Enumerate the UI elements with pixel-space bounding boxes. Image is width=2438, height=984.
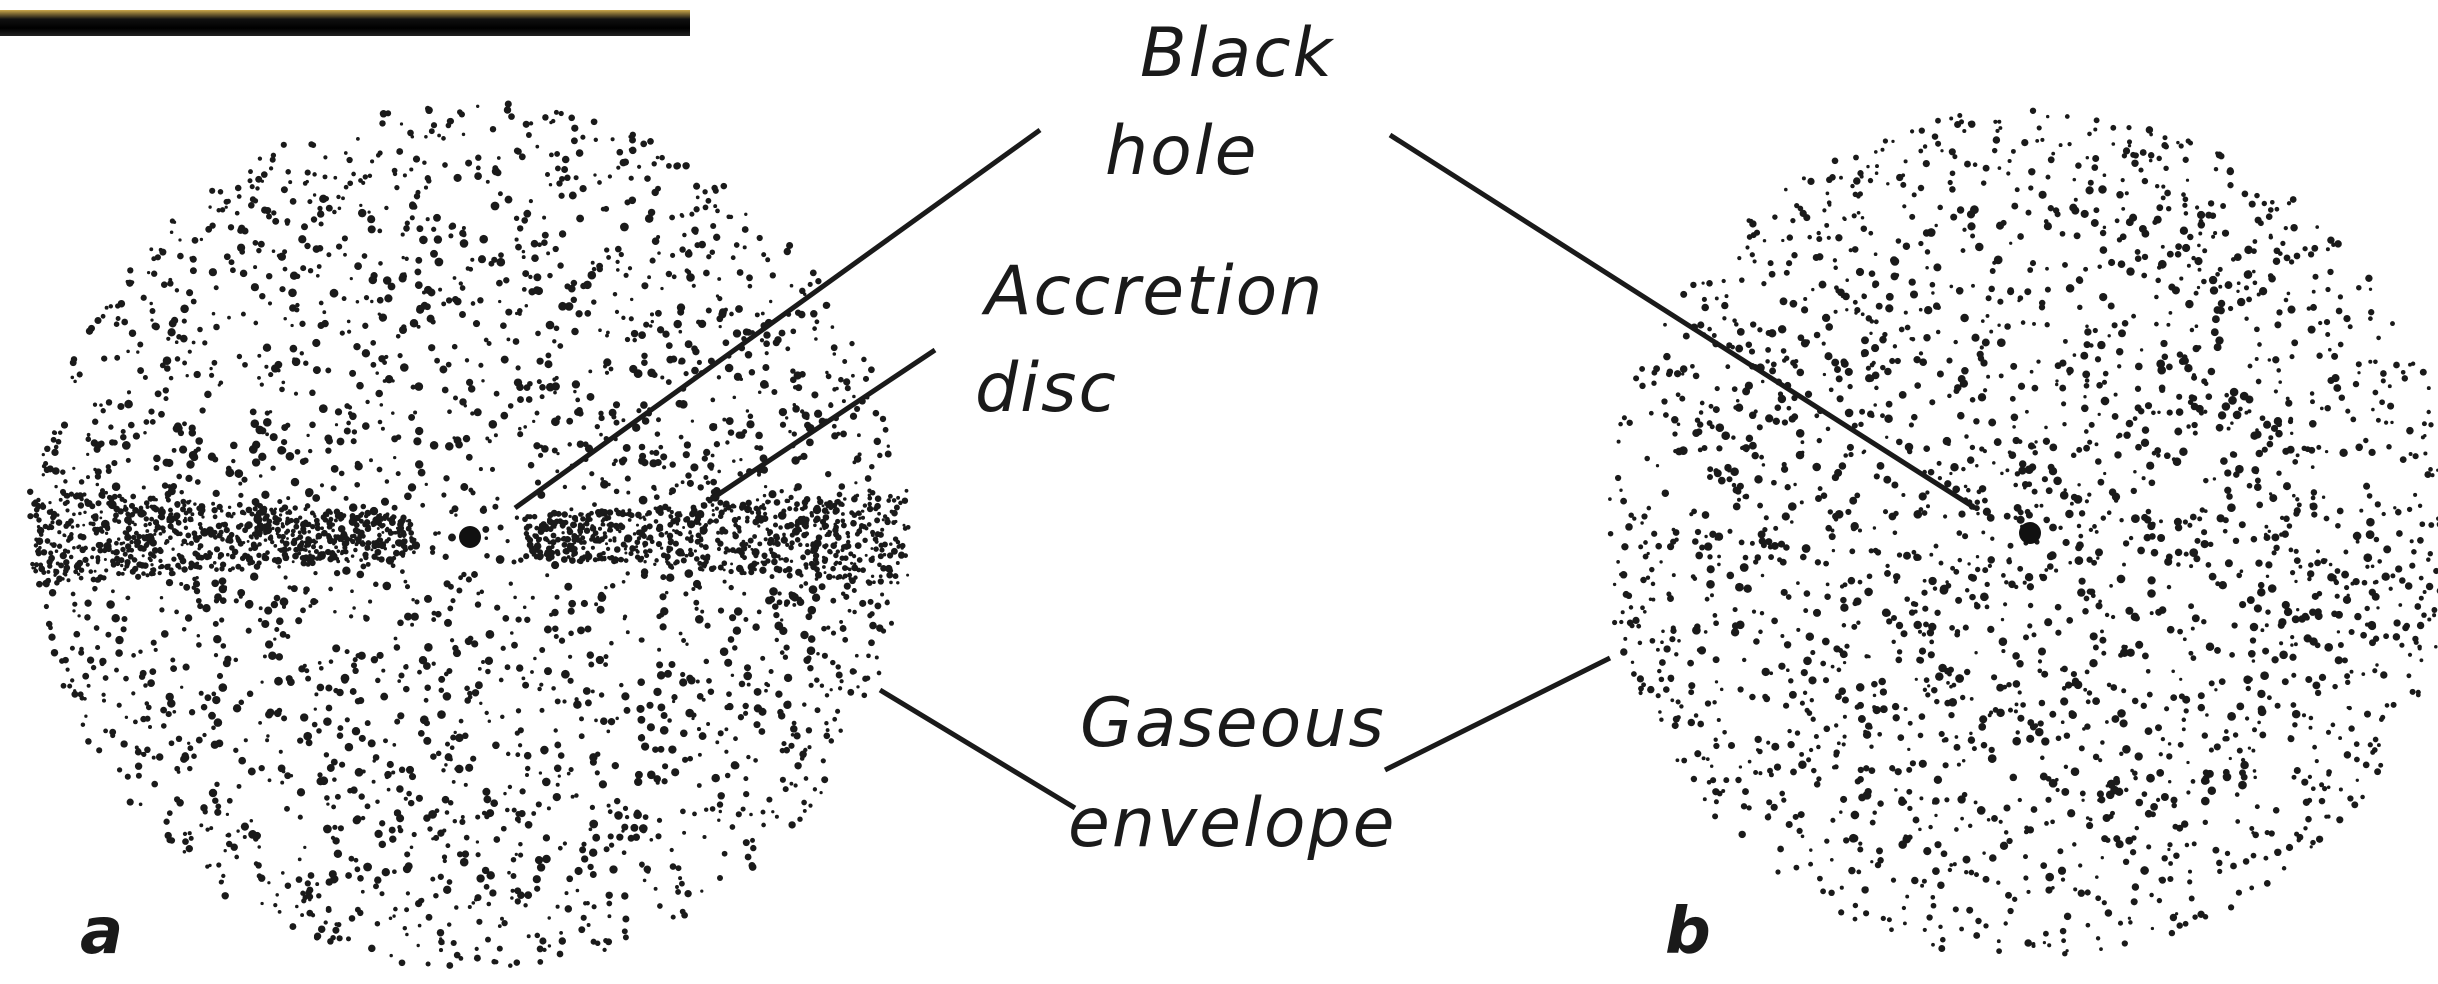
label-black-hole-line2: hole (1105, 118, 1258, 186)
black-hole-a (459, 526, 481, 548)
leader-line-gaseous-b (1385, 658, 1610, 770)
leader-line-gaseous-a (880, 690, 1075, 808)
label-accretion-line1: Accretion (985, 258, 1324, 326)
label-gaseous-line2: envelope (1068, 790, 1397, 858)
leader-line-black-hole-a (515, 130, 1040, 508)
label-black-hole-line1: Black (1140, 20, 1334, 88)
label-gaseous-line1: Gaseous (1080, 690, 1386, 758)
panel-label-a: a (80, 900, 125, 964)
label-accretion-line2: disc (975, 355, 1118, 423)
leader-line-accretion-disc (710, 350, 935, 500)
panel-label-b: b (1665, 900, 1713, 964)
black-hole-b (2019, 522, 2041, 544)
